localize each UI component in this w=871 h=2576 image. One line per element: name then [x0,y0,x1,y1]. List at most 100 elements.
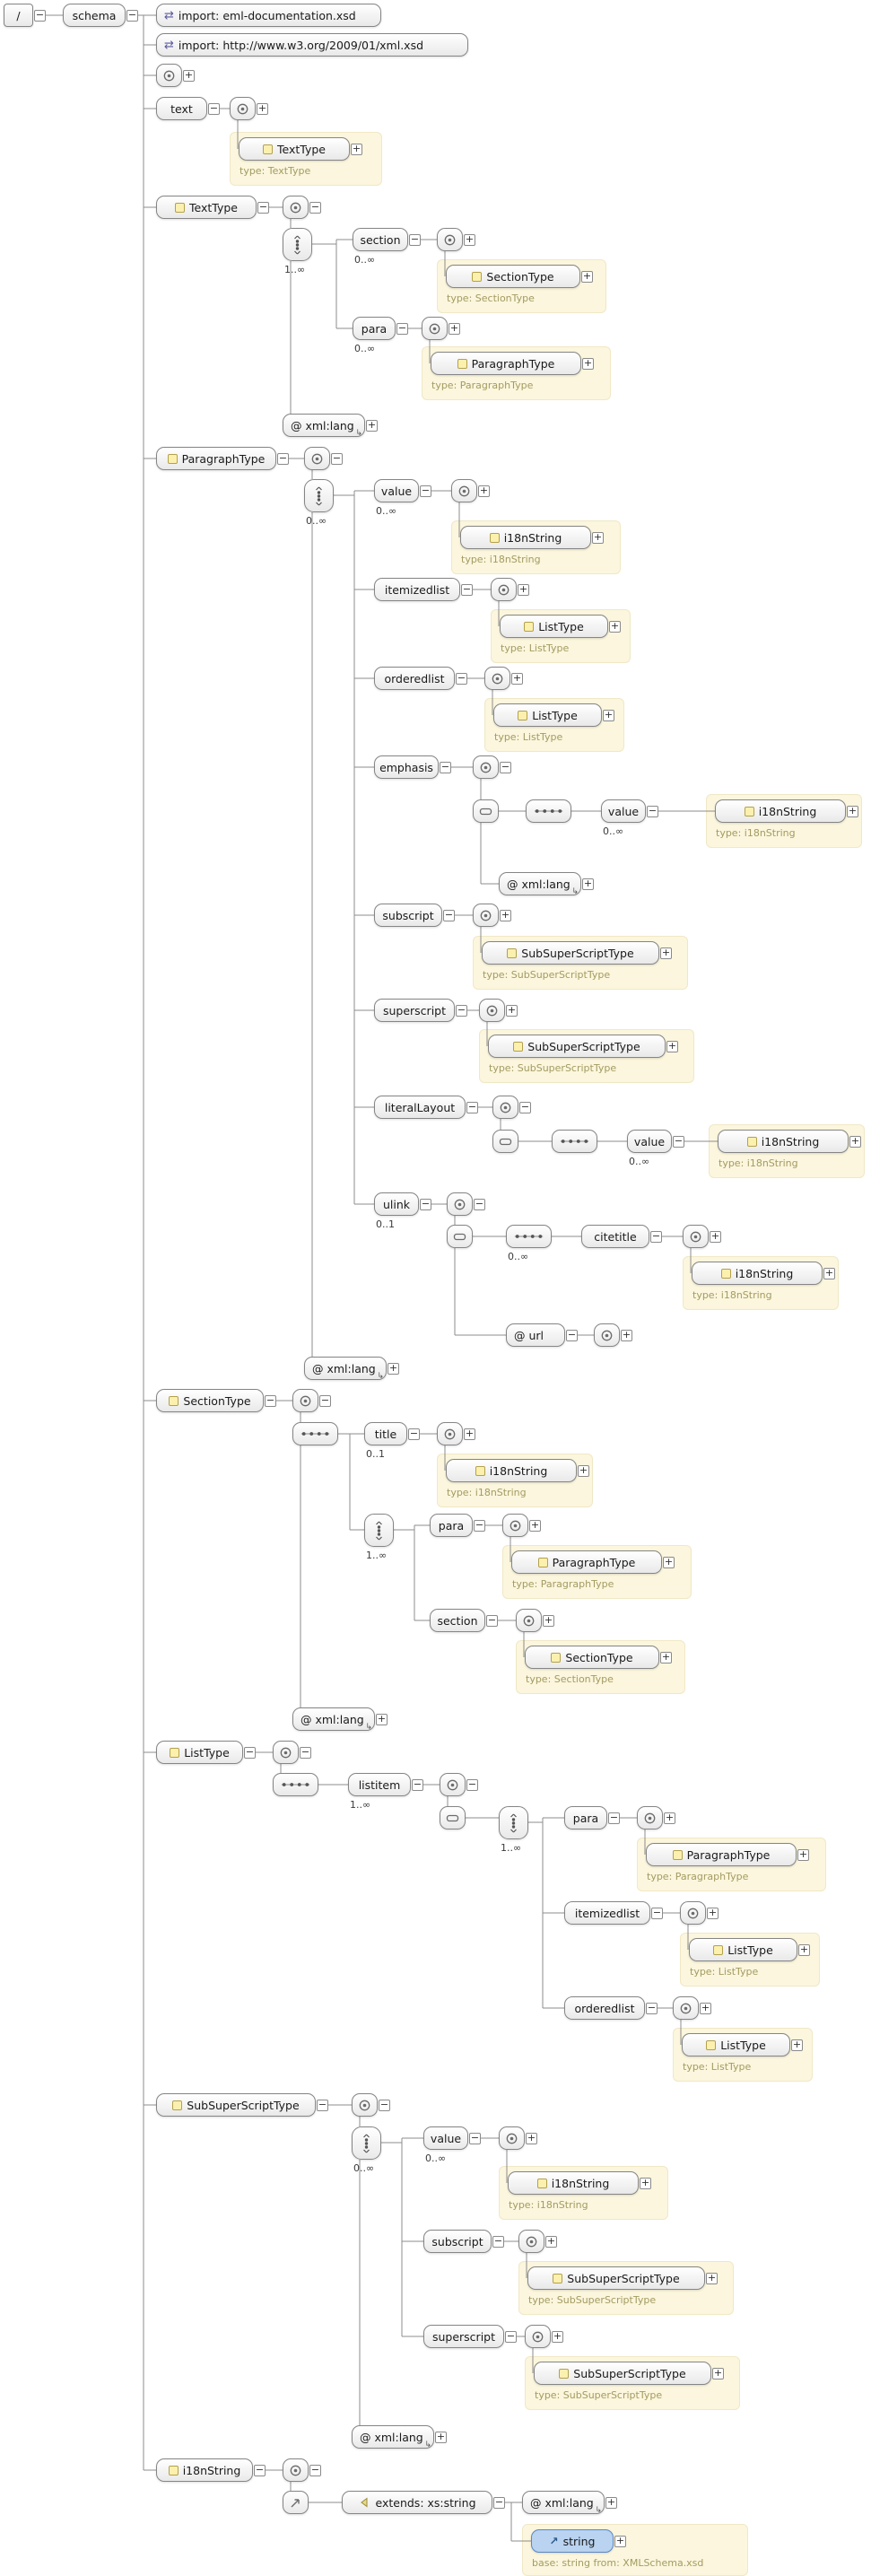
expand-toggle[interactable]: − [647,805,658,817]
expand-toggle[interactable]: − [466,1101,478,1113]
element-node[interactable]: superscript [423,2325,504,2348]
expand-toggle[interactable]: − [474,1519,485,1532]
element-node[interactable]: citetitle [581,1225,649,1248]
content-model-box[interactable] [422,317,448,340]
attribute-node[interactable]: @ url [506,1323,565,1347]
base-type-node[interactable]: ↗string [531,2529,614,2553]
expand-toggle[interactable]: + [183,69,195,82]
expand-toggle[interactable]: + [798,1943,810,1956]
complextype-node[interactable]: ListType [689,1938,797,1961]
expand-toggle[interactable]: + [376,1713,388,1725]
model-group-box[interactable] [492,1130,518,1153]
complextype-node[interactable]: ListType [682,2033,790,2056]
expand-toggle[interactable]: + [388,1362,399,1375]
element-node[interactable]: ulink [374,1192,419,1216]
root-node[interactable]: / [4,4,33,27]
expand-toggle[interactable]: − [673,1135,684,1148]
element-node[interactable]: para [430,1514,473,1537]
complextype-node[interactable]: SubSuperScriptType [527,2266,705,2290]
expand-toggle[interactable]: − [277,452,289,465]
expand-toggle[interactable]: + [660,1651,672,1663]
expand-toggle[interactable]: − [244,1746,256,1759]
expand-toggle[interactable]: + [506,1004,518,1017]
content-model-box[interactable] [440,1773,466,1796]
expand-toggle[interactable]: + [552,2330,563,2343]
content-model-box[interactable] [516,1609,542,1632]
expand-toggle[interactable]: − [519,1101,531,1113]
expand-toggle[interactable]: − [254,2464,266,2476]
expand-toggle[interactable]: − [257,201,269,214]
expand-toggle[interactable]: + [700,2002,711,2014]
complextype-node[interactable]: SubSuperScriptType [156,2093,316,2117]
expand-toggle[interactable]: + [500,909,511,921]
element-node[interactable]: section [430,1609,485,1632]
element-node[interactable]: itemizedlist [564,1901,650,1925]
expand-toggle[interactable]: + [664,1812,675,1824]
attribute-node[interactable]: @ xml:lang↳ [292,1707,375,1732]
content-model-box[interactable] [283,2458,309,2482]
expand-toggle[interactable]: + [706,2272,718,2284]
import-node[interactable]: ⇄import: eml-documentation.xsd [156,4,381,27]
expand-toggle[interactable]: + [592,531,604,544]
attribute-node[interactable]: @ xml:lang↳ [352,2425,434,2449]
expand-toggle[interactable]: + [435,2431,447,2443]
complextype-node[interactable]: SubSuperScriptType [482,941,659,965]
complextype-node[interactable]: i18nString [692,1262,823,1285]
model-group-box[interactable] [447,1225,473,1248]
model-group-box[interactable] [473,799,499,823]
content-model-box[interactable] [352,2093,378,2117]
content-model-box[interactable] [637,1806,663,1829]
content-model-box[interactable] [479,999,505,1022]
expand-toggle[interactable]: + [582,357,594,370]
choice-compositor[interactable] [283,228,312,261]
complextype-node[interactable]: ParagraphType [431,352,581,375]
content-model-box[interactable] [680,1901,706,1925]
expand-toggle[interactable]: + [621,1329,632,1341]
expand-toggle[interactable]: + [712,2367,724,2380]
expand-toggle[interactable]: − [440,761,451,773]
expand-toggle[interactable]: + [529,1519,541,1532]
complextype-node[interactable]: TextType [156,196,257,219]
element-node[interactable]: emphasis [374,755,439,779]
content-model-box[interactable] [273,1741,299,1764]
element-node[interactable]: value [627,1130,672,1153]
sequence-compositor[interactable] [526,799,571,823]
complextype-node[interactable]: SectionType [446,265,580,288]
expand-toggle[interactable]: + [518,583,529,596]
content-model-box[interactable] [492,1096,518,1119]
expand-toggle[interactable]: + [526,2132,537,2144]
expand-toggle[interactable]: − [469,2132,481,2144]
element-node[interactable]: orderedlist [374,667,455,690]
choice-compositor[interactable] [304,479,334,512]
content-model-box[interactable] [304,447,330,470]
content-model-box[interactable] [683,1225,709,1248]
expand-toggle[interactable]: − [650,1230,662,1243]
attribute-node[interactable]: @ xml:lang↳ [522,2491,605,2515]
expand-toggle[interactable]: − [300,1746,311,1759]
expand-toggle[interactable]: − [493,2496,505,2509]
expand-toggle[interactable]: + [823,1267,835,1279]
element-node[interactable]: value [374,479,419,502]
expand-toggle[interactable]: − [331,452,343,465]
complextype-node[interactable]: ListType [493,703,602,727]
complextype-node[interactable]: TextType [239,137,350,161]
expand-toggle[interactable]: + [464,1428,475,1440]
complextype-node[interactable]: ParagraphType [156,447,276,470]
content-model-box[interactable] [447,1192,473,1216]
expand-toggle[interactable]: + [582,878,594,890]
complextype-node[interactable]: i18nString [508,2171,639,2195]
content-model-box[interactable] [156,64,182,87]
expand-toggle[interactable]: − [317,2099,328,2111]
expand-toggle[interactable]: − [34,9,46,22]
expand-toggle[interactable]: + [478,485,490,497]
content-model-box[interactable] [473,904,499,927]
complextype-node[interactable]: SectionType [156,1389,264,1412]
expand-toggle[interactable]: − [443,909,455,921]
element-node[interactable]: section [353,228,408,251]
attribute-node[interactable]: @ xml:lang↳ [304,1357,387,1381]
sequence-compositor[interactable] [292,1422,338,1445]
element-node[interactable]: itemizedlist [374,578,460,601]
expand-toggle[interactable]: + [710,1230,721,1243]
expand-toggle[interactable]: − [319,1394,331,1407]
expand-toggle[interactable]: − [466,1778,478,1791]
